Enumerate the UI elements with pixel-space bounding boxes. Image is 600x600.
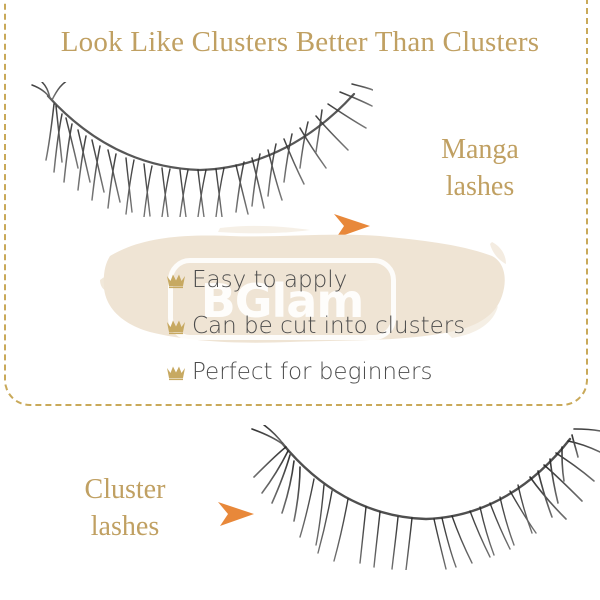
feature-list: Easy to apply Can be cut into clusters P… (166, 262, 546, 400)
page-title: Look Like Clusters Better Than Clusters (60, 26, 540, 58)
cluster-lashes-photo (248, 425, 600, 570)
crown-icon (166, 363, 186, 381)
crown-icon (166, 271, 186, 289)
list-item: Easy to apply (166, 262, 546, 298)
list-item: Can be cut into clusters (166, 308, 546, 344)
cluster-lashes-label: Cluster lashes (30, 472, 220, 546)
chevron-right-icon (212, 495, 260, 533)
manga-label-line-1: Manga (441, 134, 519, 165)
manga-lashes-photo (28, 82, 373, 217)
feature-label: Easy to apply (192, 267, 348, 293)
manga-label-line-2: lashes (445, 170, 515, 202)
feature-label: Perfect for beginners (192, 359, 433, 385)
manga-lashes-label: Manga lashes (390, 132, 570, 206)
list-item: Perfect for beginners (166, 354, 546, 390)
feature-label: Can be cut into clusters (192, 313, 466, 339)
crown-icon (166, 317, 186, 335)
arrow-right-icon (330, 208, 372, 242)
cluster-label-line-1: Cluster (84, 474, 166, 505)
cluster-label-line-2: lashes (90, 510, 160, 542)
